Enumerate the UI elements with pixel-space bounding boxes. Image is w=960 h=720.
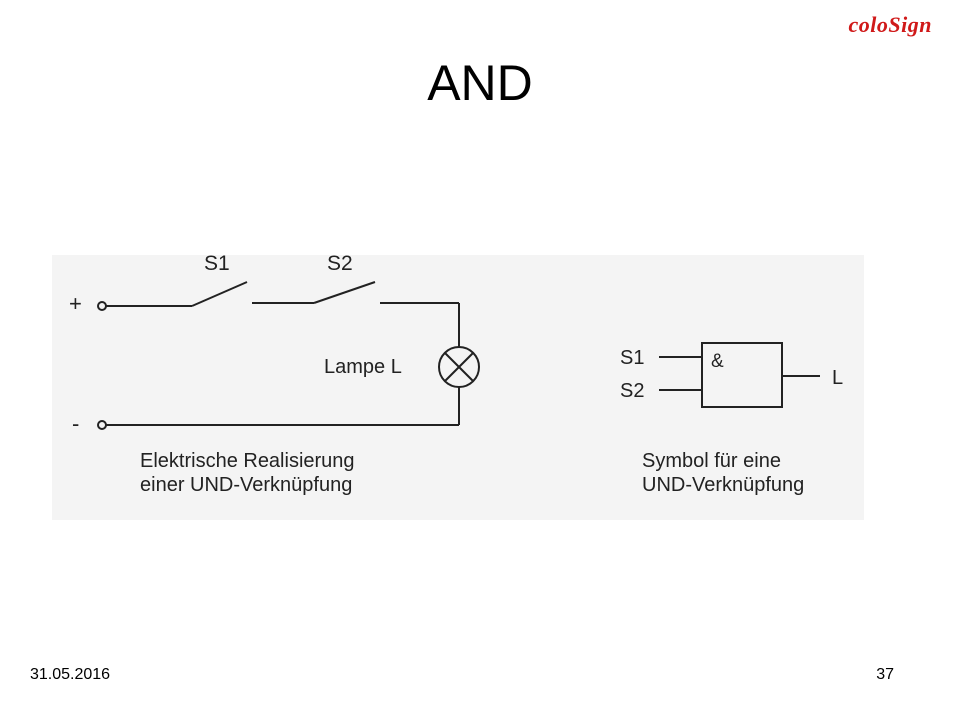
circuit-caption-line1: Elektrische Realisierung — [140, 450, 355, 472]
slide-title: AND — [427, 55, 533, 111]
gate-drawing — [659, 342, 820, 408]
gate-ampersand: & — [711, 351, 724, 372]
minus-terminal — [97, 420, 107, 430]
switch-s2-blade — [313, 281, 376, 304]
minus-label: - — [72, 411, 79, 436]
switch-s2-label: S2 — [327, 255, 353, 275]
circuit-wiring — [97, 281, 480, 430]
plus-terminal — [97, 301, 107, 311]
circuit-caption-line2: einer UND-Verknüpfung — [140, 474, 352, 496]
gate-input-s2-label: S2 — [620, 380, 644, 402]
colosign-logo: coloSign — [849, 12, 932, 38]
slide-date: 31.05.2016 — [30, 666, 111, 683]
plus-label: + — [69, 291, 82, 316]
figure-svg: S1 S2 + - Lampe L Elektrische Realisieru… — [69, 255, 843, 496]
logo-suffix: Sign — [888, 12, 932, 37]
lamp-cross-2 — [444, 352, 474, 382]
slide-page-number: 37 — [876, 666, 894, 683]
switch-s1-label: S1 — [204, 255, 230, 275]
symbol-caption-line2: UND-Verknüpfung — [642, 474, 804, 496]
and-gate-figure: S1 S2 + - Lampe L Elektrische Realisieru… — [52, 255, 864, 520]
symbol-caption-line1: Symbol für eine — [642, 450, 781, 472]
gate-output-label: L — [832, 367, 843, 389]
gate-input-s1-label: S1 — [620, 347, 644, 369]
logo-prefix: colo — [848, 12, 889, 37]
switch-s1-blade — [191, 281, 248, 307]
lamp-label: Lampe L — [324, 356, 402, 378]
